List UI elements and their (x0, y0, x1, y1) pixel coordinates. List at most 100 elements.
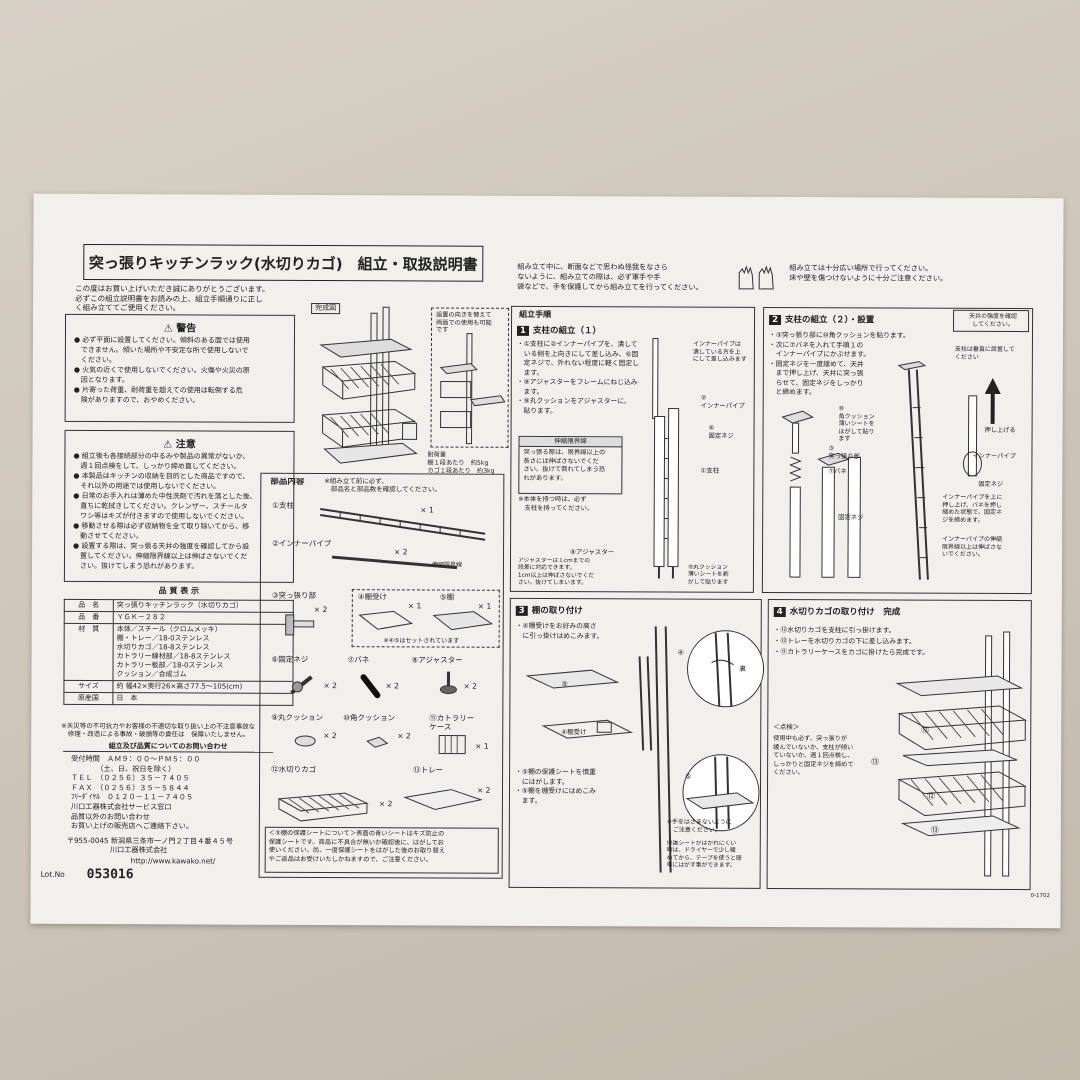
sheet-note-box: ＜⑤棚の保護シートについて＞表面の青いシートはキズ防止の 保護シートです。商品に… (264, 826, 499, 874)
vertical-install-note: 支柱は垂直に設置して ください (954, 345, 1015, 361)
part-cutlery-case-qty: × 1 (475, 741, 489, 751)
step3-pole-illustration (654, 626, 765, 873)
ceiling-strength-text: 天井の強度を確認 してください。 (969, 312, 1018, 329)
inspection-text: 使用中も必ず、突っ張りが 緩んでいないか、支柱が傾い ていないか、週１回点検し、… (773, 734, 854, 777)
inner-pipe-direction-note: インナーパイプは 潰している方を上 にして差し込みます (692, 340, 747, 363)
step1-hold-note: ※本体を持つ時は、必ず 支柱を持ってください。 (518, 495, 594, 512)
parts-note: ※組み立て前に必ず、 部品名と部品数を確認してください。 (324, 477, 441, 494)
intro-text: この度はお買い上げいただき誠にありがとうございます。 必ずこの組立説明書をお読み… (75, 283, 270, 313)
step3-instructions-1: ・④棚受けをお好みの高さ に引っ掛けはめこみます。 (515, 621, 604, 640)
step2-spring-label: ⑦バネ (828, 468, 847, 476)
safety-notice-gloves: 組み立て中に、断面などで思わぬ怪我をなさら ないように、組み立ての際は、必ず軍手… (517, 261, 703, 292)
step1-adjuster-label: ⑧アジャスター (570, 548, 615, 557)
sheet-removal-tip: 保護シートがはがれにくい 時は、ドライヤーで少し暖 めてから、テープを使うと簡 … (666, 840, 742, 870)
step1-pole-illustration (652, 337, 680, 579)
document-title: 突っ張りキッチンラック(水切りカゴ) 組立・取扱説明書 (83, 243, 484, 282)
alternate-orientation-illustration (439, 333, 506, 445)
warning-triangle-icon: ⚠ (163, 323, 173, 335)
lot-number: 053016 (86, 866, 134, 883)
step3-back-label: 裏 (739, 664, 747, 673)
caution-items: ● 組立後も各接続部分の中るみや製品の異常がないか、 週１回点検をして、しっかり… (72, 451, 257, 571)
push-up-label: 押し上げる (984, 426, 1016, 435)
part-screw-label: ⑥固定ネジ (271, 654, 309, 664)
ceiling-strength-tag: 天井の強度を確認 してください。 (953, 309, 1030, 333)
step4-basket-lower-label: ⑫ (926, 791, 935, 801)
adjuster-note: アジャスターは１cmまでの 段差に対応できます。 1cm以上は伸ばさないでくだ … (517, 557, 595, 587)
step4-title-text: 水切りカゴの取り付け 完成 (789, 607, 901, 618)
step2-screw2-label: 固定ネジ (978, 480, 1004, 488)
extension-limit-title: 伸縮限界線 (519, 436, 622, 448)
part-drain-basket-label: ⑫水切りカゴ (271, 764, 317, 774)
quality-key: 品 番 (64, 611, 114, 624)
caution-title: 注意 (175, 439, 196, 451)
step3-holder-label: ④棚受け (561, 728, 587, 737)
warning-box: ⚠ 警告 ● 必ず平面に設置してください。傾斜のある面では使用 できません。傾い… (64, 313, 296, 423)
step2-tension-label: ③ 突っ張り部 (828, 445, 860, 461)
part-spring-icon (360, 674, 381, 699)
part-round-cushion-qty: × 2 (323, 731, 337, 741)
extension-limit-box: 伸縮限界線 突っ張る際は、限界線以上の 長さには伸ばさないでくだ さい。抜けて倒… (518, 435, 623, 495)
step2-number: 2 (769, 314, 782, 326)
part-spring-label: ⑦バネ (347, 655, 370, 665)
warning-title: 警告 (176, 323, 197, 335)
step3-holder-detail-label: ④ (677, 648, 684, 657)
step2-title-text: 支柱の組立（２）・設置 (785, 315, 875, 326)
round-cushion-note: ⑨丸クッション 薄いシートを剥 がして貼ります (687, 564, 729, 586)
part-tension-label: ③突っ張り部 (271, 590, 317, 600)
instruction-sheet: 突っ張りキッチンラック(水切りカゴ) 組立・取扱説明書 この度はお買い上げいただ… (30, 193, 1064, 929)
part-drain-basket-qty: × 2 (378, 799, 393, 809)
step3-shelf-label: ⑤ (561, 680, 568, 689)
load-capacity-note: 耐荷重 棚１段あたり 約5kg カゴ１段あたり 約3kg (427, 451, 495, 475)
step1-inner-pipe-label: ② インナーパイプ (700, 394, 745, 410)
quality-key: サイズ (63, 680, 113, 693)
warning-heading: ⚠ 警告 (66, 319, 294, 335)
part-round-cushion-icon (294, 735, 316, 747)
step2-tension-illustration (781, 410, 861, 578)
step4-number: 4 (773, 606, 786, 618)
step3-shelf-illustration (525, 656, 653, 751)
part-tray-label: ⑬トレー (413, 765, 444, 775)
extension-limit-warning: インナーパイプの伸縮 限界線以上は伸ばさな いでください。 (942, 535, 1003, 559)
completed-rack-illustration (319, 306, 418, 464)
quality-key: 品 名 (64, 599, 114, 612)
part-shelf-label: ⑤棚 (439, 592, 455, 602)
square-cushion-note: ⑩ 角クッション 薄いシートを はがして貼り ます (838, 405, 875, 443)
part-inner-pipe-illustration (331, 555, 458, 570)
caution-triangle-icon: ⚠ (163, 439, 173, 451)
safety-notice-space: 組み立ては十分広い場所で行ってください。 床や壁を傷つけないように十分ご注意くだ… (789, 263, 948, 283)
document-code: 0-1702 (1030, 893, 1051, 900)
part-adjuster-icon (439, 671, 457, 695)
step2-screw-label: 固定ネジ (838, 514, 864, 522)
assembly-heading: 組立手順 (519, 309, 552, 320)
step1-screw-label: ⑥ 固定ネジ (708, 424, 734, 440)
part-tension-illustration (285, 614, 315, 636)
pinch-caution-note: ※手をはさまないように ご注意ください。 (666, 818, 732, 834)
part-square-cushion-label: ⑩角クッション (343, 713, 396, 723)
step4-complete-illustration (895, 631, 1028, 877)
step4-basket-upper-label: ⑫ (921, 725, 930, 735)
part-screw-icon (290, 675, 313, 695)
parts-heading: 部品内容 (270, 477, 305, 487)
part-cutlery-case-icon (438, 735, 466, 755)
step1-title-text: 支柱の組立（１） (532, 325, 602, 337)
push-up-note: インナーパイプを上に 押し上げ、バネを押し 縮めた状態で、固定ネ ジを締めます。 (942, 493, 1003, 524)
sheet-note: ＜⑤棚の保護シートについて＞表面の青いシートはキズ防止の 保護シートです。商品に… (268, 829, 446, 864)
inspection-title: ＜点検＞ (773, 722, 800, 732)
quality-key: 材 質 (63, 623, 114, 681)
warning-items: ● 必ず平面に設置してください。傾斜のある面では使用 できません。傾いた場所や不… (73, 335, 250, 405)
step3-number: 3 (515, 605, 528, 616)
quality-key: 原産国 (63, 692, 113, 705)
step3-title-text: 棚の取り付け (531, 605, 583, 617)
extension-limit-text: 突っ張る際は、限界線以上の 長さには伸ばさないでくだ さい。抜けて倒れてしまう恐… (523, 448, 606, 482)
step3-instructions-2: ・⑤棚の保護シートを慎重 にはがします。 ・⑤棚を棚受けにはめこみ ます。 (514, 767, 596, 805)
push-up-arrow-icon (962, 377, 1001, 477)
part-pole-illustration (320, 508, 486, 541)
part-tray-illustration (403, 789, 483, 811)
part-adjuster-qty: × 2 (463, 681, 477, 691)
part-round-cushion-label: ⑨丸クッション (271, 712, 324, 723)
step1-pole-label: ①支柱 (700, 466, 720, 475)
step4-tray-upper-label: ⑬ (871, 757, 880, 767)
